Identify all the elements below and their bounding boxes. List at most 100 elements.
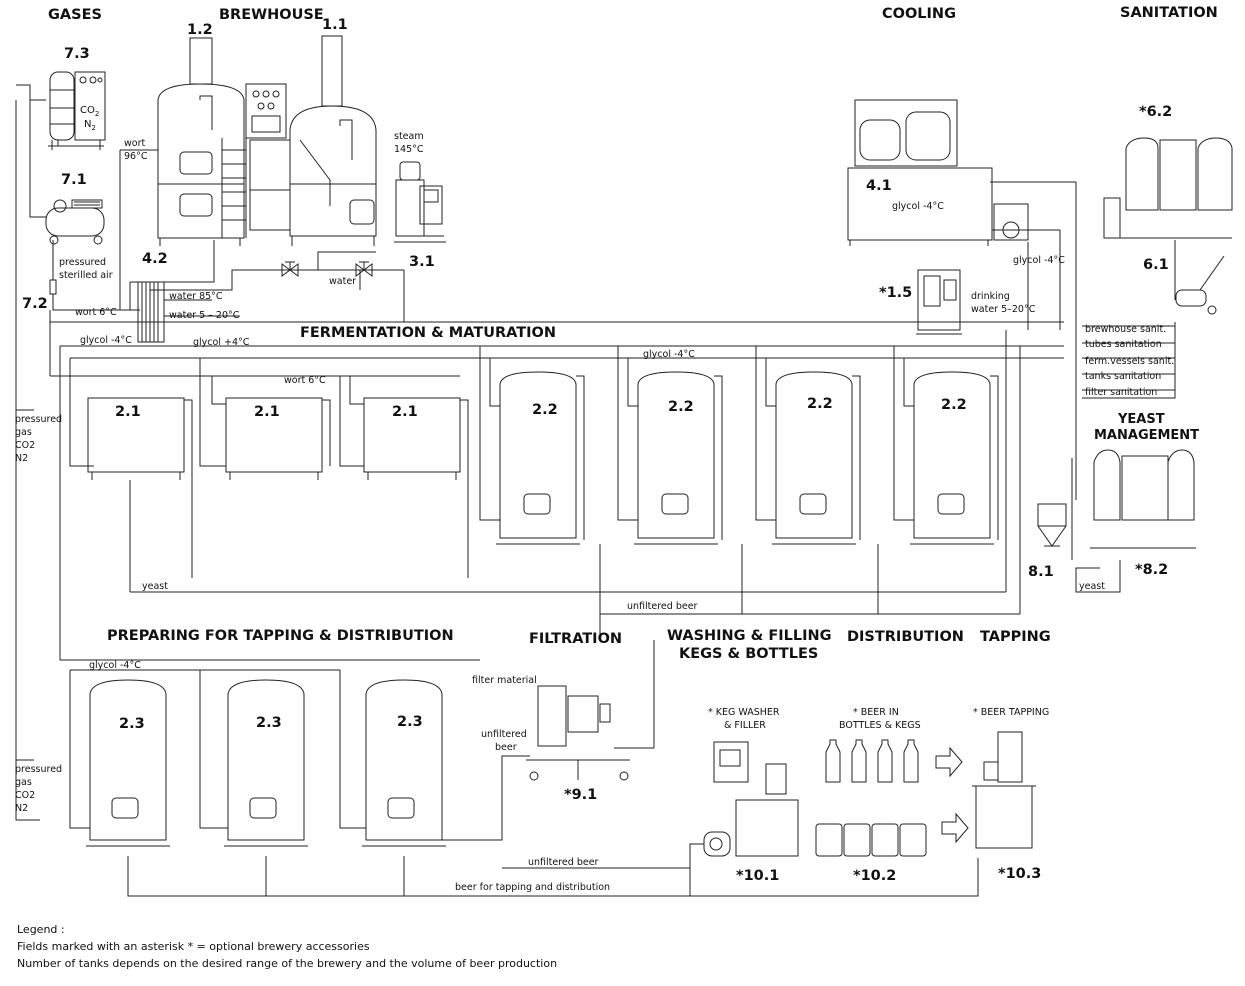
unfiltered-beer-label: unfiltered beer — [627, 601, 698, 612]
glycol-plus4-label: glycol +4°C — [193, 337, 250, 348]
section-yeast-line1: YEAST — [1118, 412, 1165, 427]
glycol-ferm-label: glycol -4°C — [643, 349, 695, 360]
glycol-cooling-label: glycol -4°C — [892, 201, 944, 212]
unit-7-2: 7.2 — [22, 296, 48, 312]
ferm-sanit-label: ferm.vessels sanit. — [1085, 356, 1175, 367]
section-washing-line2: KEGS & BOTTLES — [679, 646, 819, 662]
unit-6-2: *6.2 — [1139, 104, 1173, 120]
plate-heat-exchanger — [137, 281, 165, 343]
unit-1-1: 1.1 — [322, 17, 348, 33]
section-tapping: TAPPING — [980, 629, 1051, 645]
cylindroconical-tanks — [499, 371, 991, 539]
steam-generator — [394, 161, 446, 243]
legend-line-1: Fields marked with an asterisk * = optio… — [17, 940, 370, 953]
section-distribution: DISTRIBUTION — [847, 629, 964, 645]
glycol-left-label: glycol -4°C — [80, 335, 132, 346]
glycol-right-label: glycol -4°C — [1013, 255, 1065, 266]
section-preparing: PREPARING FOR TAPPING & DISTRIBUTION — [107, 628, 454, 644]
yeast-left-label: yeast — [142, 581, 168, 592]
unit-7-1: 7.1 — [61, 172, 87, 188]
filter-material-label: filter material — [472, 675, 537, 686]
unit-3-1: 3.1 — [409, 254, 435, 270]
water-label: water — [329, 276, 357, 287]
unit-7-3: 7.3 — [64, 46, 90, 62]
co2-label: CO2 — [80, 105, 100, 118]
section-filtration: FILTRATION — [529, 631, 623, 647]
brewhouse-sanit-label: brewhouse sanit. — [1085, 324, 1167, 335]
unit-10-3: *10.3 — [998, 866, 1042, 882]
unit-1-5: *1.5 — [879, 285, 913, 301]
brewhouse-vessel-1-2 — [157, 37, 245, 246]
tubes-sanit-label: tubes sanitation — [1085, 339, 1162, 350]
unit-6-1: 6.1 — [1143, 257, 1169, 273]
beer-tapping-station — [972, 731, 1036, 849]
water-5-20-label: water 5 – 20°C — [169, 310, 240, 321]
tank-2-3-b: 2.3 — [256, 715, 282, 731]
tank-2-1-c: 2.1 — [392, 404, 418, 420]
legend-line-2: Number of tanks depends on the desired r… — [17, 957, 558, 970]
sanitation-pump — [1175, 255, 1225, 315]
unit-1-2: 1.2 — [187, 22, 213, 38]
tank-2-3-c: 2.3 — [397, 714, 423, 730]
section-fermentation: FERMENTATION & MATURATION — [300, 325, 556, 341]
yeast-right-label: yeast — [1079, 581, 1105, 592]
unit-4-1: 4.1 — [866, 178, 892, 194]
glycol-prep-label: glycol -4°C — [89, 660, 141, 671]
cooling-unit — [847, 99, 1029, 246]
section-sanitation: SANITATION — [1120, 5, 1218, 21]
tank-2-2-a: 2.2 — [532, 402, 558, 418]
tank-2-2-b: 2.2 — [668, 399, 694, 415]
open-fermenter-tanks — [87, 397, 461, 480]
tank-2-1-b: 2.1 — [254, 404, 280, 420]
arrow-to-tapping-2 — [941, 812, 969, 844]
keg-washer-label: * KEG WASHER& FILLER — [708, 707, 780, 731]
brewhouse-vessel-1-1 — [289, 35, 377, 246]
gas-cylinders-unit — [48, 71, 106, 150]
compressor-unit — [45, 199, 105, 245]
n2-label: N2 — [84, 119, 96, 132]
drinking-water-unit — [916, 269, 962, 335]
unit-10-2: *10.2 — [853, 868, 897, 884]
section-washing-line1: WASHING & FILLING — [667, 628, 832, 644]
unit-8-1: 8.1 — [1028, 564, 1054, 580]
bright-beer-tanks — [89, 679, 443, 841]
tank-2-2-d: 2.2 — [941, 397, 967, 413]
unit-8-2: *8.2 — [1135, 562, 1169, 578]
brewhouse-control-panel — [221, 83, 291, 238]
section-cooling: COOLING — [882, 6, 956, 22]
keg-washer-filler — [703, 741, 799, 857]
yeast-propagation-unit — [1037, 503, 1067, 547]
arrow-to-tapping-1 — [935, 746, 963, 778]
unit-10-1: *10.1 — [736, 868, 780, 884]
tanks-sanit-label: tanks sanitation — [1085, 371, 1162, 382]
tank-2-2-c: 2.2 — [807, 396, 833, 412]
section-yeast-line2: MANAGEMENT — [1094, 428, 1200, 443]
kieselguhr-filter — [526, 685, 630, 781]
beer-tapping-label: * BEER TAPPING — [973, 707, 1050, 718]
tank-2-3-a: 2.3 — [119, 716, 145, 732]
sanitation-unit — [1103, 137, 1233, 239]
unit-4-2: 4.2 — [142, 251, 168, 267]
section-gases: GASES — [48, 7, 102, 23]
legend-title: Legend : — [17, 923, 65, 936]
filter-sanit-label: filter sanitation — [1085, 387, 1158, 398]
unfiltered-beer-bottom-label: unfiltered beer — [528, 857, 599, 868]
wort-6-tanks-label: wort 6°C — [284, 375, 326, 386]
water-valves — [281, 261, 373, 277]
kegs-group — [815, 823, 927, 857]
beer-tapping-distribution-label: beer for tapping and distribution — [455, 882, 611, 893]
yeast-management-unit — [1090, 449, 1196, 549]
unit-9-1: *9.1 — [564, 787, 598, 803]
tank-2-1-a: 2.1 — [115, 404, 141, 420]
section-brewhouse: BREWHOUSE — [219, 7, 324, 23]
wort-6-label: wort 6°C — [75, 307, 117, 318]
